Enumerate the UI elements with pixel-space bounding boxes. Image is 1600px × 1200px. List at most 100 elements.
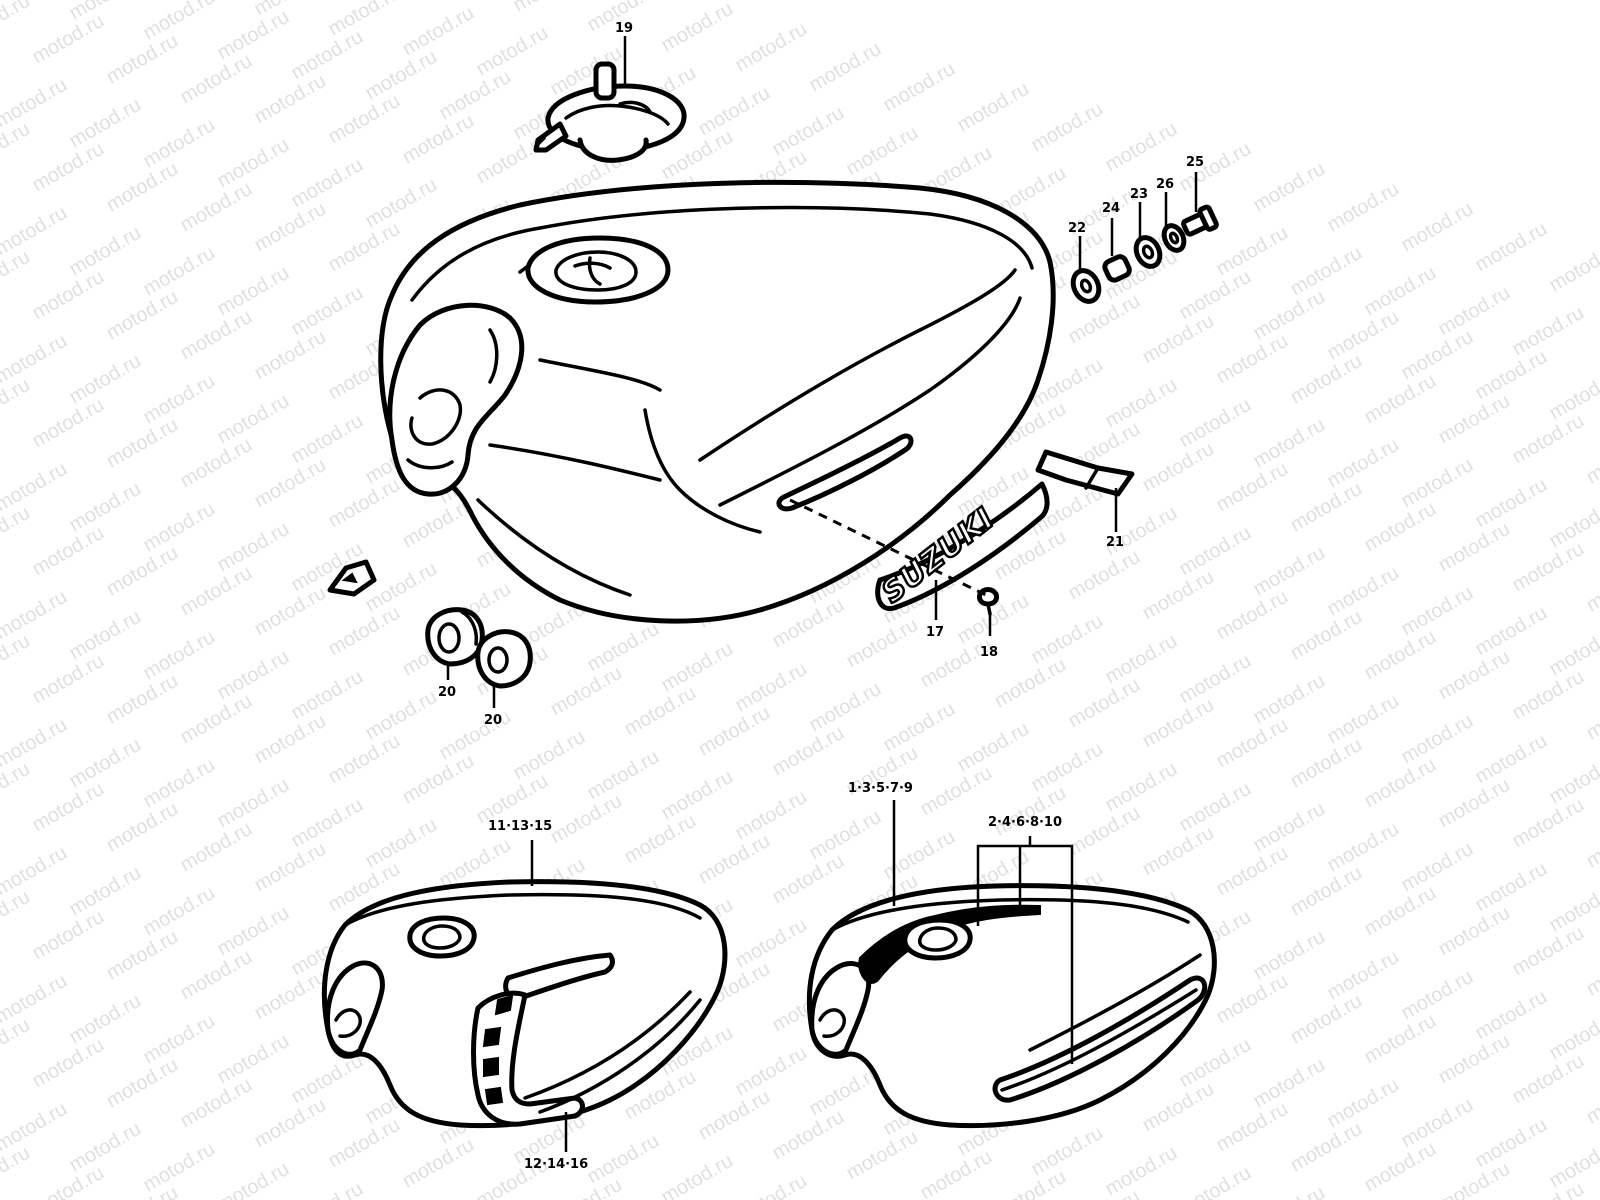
watermark-text: motod.ru (917, 634, 996, 693)
watermark-text: motod.ru (251, 70, 330, 129)
watermark-text: motod.ru (399, 750, 478, 809)
watermark-text: motod.ru (140, 1138, 219, 1197)
watermark-text: motod.ru (103, 926, 182, 985)
watermark-text: motod.ru (1028, 1122, 1107, 1181)
watermark-text: motod.ru (1102, 758, 1181, 817)
watermark-text: motod.ru (1472, 986, 1551, 1045)
watermark-text: motod.ru (1398, 966, 1477, 1025)
watermark-text: motod.ru (214, 390, 293, 449)
watermark-text: motod.ru (1176, 1162, 1255, 1200)
callout-20-a: 20 (438, 685, 456, 700)
grommet-20-a (425, 607, 485, 667)
watermark-text: motod.ru (325, 1114, 404, 1173)
watermark-text: motod.ru (1324, 562, 1403, 621)
watermark-text: motod.ru (325, 474, 404, 533)
watermark-text: motod.ru (1435, 1030, 1514, 1089)
watermark-text: motod.ru (547, 662, 626, 721)
watermark-text: motod.ru (29, 138, 108, 197)
collar-24 (1102, 254, 1132, 283)
watermark-text: motod.ru (732, 658, 811, 717)
watermark-text: motod.ru (1176, 778, 1255, 837)
watermark-text: motod.ru (584, 746, 663, 805)
watermark-text: motod.ru (1361, 1010, 1440, 1069)
watermark-text: motod.ru (177, 690, 256, 749)
watermark-text: motod.ru (1509, 410, 1588, 469)
watermark-text: motod.ru (769, 102, 848, 161)
watermark-text: motod.ru (917, 762, 996, 821)
watermark-text: motod.ru (658, 1150, 737, 1200)
watermark-text: motod.ru (991, 1166, 1070, 1200)
watermark-text: motod.ru (1361, 1138, 1440, 1197)
watermark-text: motod.ru (1324, 946, 1403, 1005)
watermark-text: motod.ru (1472, 602, 1551, 661)
watermark-text: motod.ru (695, 830, 774, 889)
watermark-text: motod.ru (1435, 518, 1514, 577)
watermark-text: motod.ru (732, 914, 811, 973)
watermark-text: motod.ru (1324, 434, 1403, 493)
watermark-text: motod.ru (251, 582, 330, 641)
watermark-text: motod.ru (732, 1170, 811, 1200)
callout-18: 18 (980, 645, 998, 660)
watermark-text: motod.ru (1398, 710, 1477, 769)
callout-25: 25 (1186, 155, 1204, 170)
watermark-text: motod.ru (991, 654, 1070, 713)
watermark-text: motod.ru (1472, 218, 1551, 277)
washer-26 (1161, 223, 1187, 253)
watermark-text: motod.ru (288, 666, 367, 725)
watermark-text: motod.ru (1472, 474, 1551, 533)
watermark-text: motod.ru (140, 114, 219, 173)
watermark-text: motod.ru (214, 646, 293, 705)
watermark-text: motod.ru (325, 0, 404, 40)
grommet-20-b (475, 629, 533, 689)
callout-21: 21 (1106, 535, 1124, 550)
watermark-text: motod.ru (880, 58, 959, 117)
watermark-text: motod.ru (1065, 290, 1144, 349)
callout-tank-left-top: 11·13·15 (488, 819, 552, 834)
watermark-text: motod.ru (29, 394, 108, 453)
watermark-text: motod.ru (1398, 582, 1477, 641)
watermark-text: motod.ru (436, 66, 515, 125)
watermark-text: motod.ru (0, 74, 71, 133)
watermark-text: motod.ru (177, 50, 256, 109)
watermark-text: motod.ru (103, 414, 182, 473)
watermark-text: motod.ru (584, 1130, 663, 1189)
watermark-text: motod.ru (1324, 818, 1403, 877)
watermark-text: motod.ru (1102, 502, 1181, 561)
watermark-text: motod.ru (1213, 586, 1292, 645)
watermark-text: motod.ru (1583, 942, 1600, 1001)
washer-22 (1070, 268, 1102, 304)
watermark-text: motod.ru (1583, 430, 1600, 489)
watermark-text: motod.ru (66, 734, 145, 793)
watermark-text: motod.ru (1509, 302, 1588, 361)
watermark-text: motod.ru (1583, 558, 1600, 617)
watermark-text: motod.ru (1102, 118, 1181, 177)
watermark-text: motod.ru (103, 670, 182, 729)
watermark-text: motod.ru (1509, 1178, 1588, 1200)
watermark-text: motod.ru (66, 94, 145, 153)
callout-26: 26 (1156, 177, 1174, 192)
watermark-text: motod.ru (1361, 626, 1440, 685)
watermark-text: motod.ru (214, 1158, 293, 1200)
watermark-text: motod.ru (732, 1042, 811, 1101)
watermark-text: motod.ru (1435, 390, 1514, 449)
watermark-text: motod.ru (29, 522, 108, 581)
watermark-text: motod.ru (1287, 606, 1366, 665)
watermark-text: motod.ru (399, 1134, 478, 1193)
watermark-text: motod.ru (1250, 926, 1329, 985)
watermark-text: motod.ru (1065, 1186, 1144, 1200)
watermark-text: motod.ru (288, 154, 367, 213)
watermark-text: motod.ru (140, 370, 219, 429)
watermark-text: motod.ru (177, 818, 256, 877)
watermark-text: motod.ru (1472, 346, 1551, 405)
watermark-text: motod.ru (1324, 1074, 1403, 1133)
watermark-text: motod.ru (1435, 774, 1514, 833)
watermark-text: motod.ru (214, 1030, 293, 1089)
watermark-text: motod.ru (140, 242, 219, 301)
watermark-text: motod.ru (1139, 310, 1218, 369)
watermark-text: motod.ru (1139, 566, 1218, 625)
watermark-text: motod.ru (399, 2, 478, 61)
watermark-text: motod.ru (140, 498, 219, 557)
watermark-text: motod.ru (1065, 802, 1144, 861)
watermark-text: motod.ru (103, 1054, 182, 1113)
watermark-text: motod.ru (658, 0, 737, 56)
